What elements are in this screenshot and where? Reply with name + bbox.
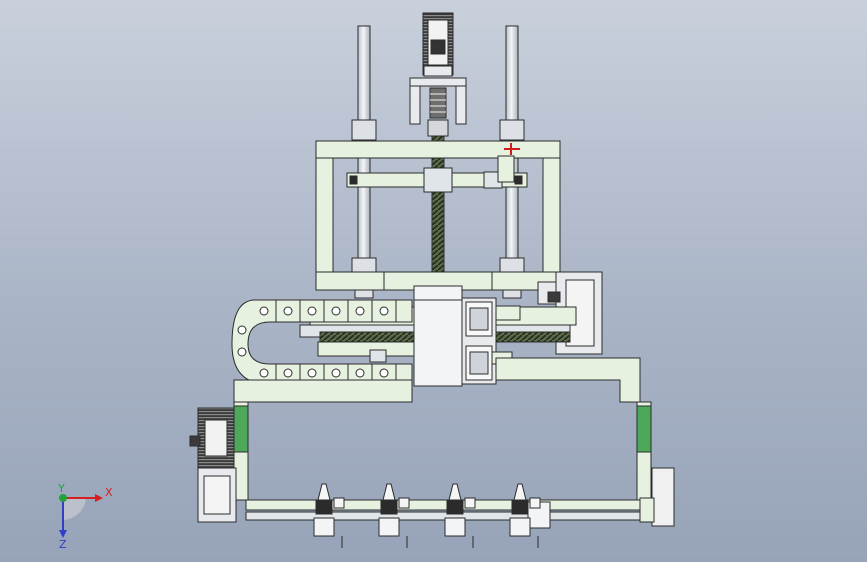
left-mount-pad	[233, 405, 249, 453]
left-guide-rod	[351, 25, 377, 299]
cable-drag-chain	[231, 299, 413, 385]
gripper-4	[509, 483, 541, 548]
motor-mount-bracket	[409, 77, 467, 137]
lower-gantry-frame	[233, 357, 652, 501]
top-stepper-motor	[422, 12, 454, 77]
upper-frame	[315, 140, 561, 291]
right-housing	[639, 467, 675, 527]
gripper-2	[378, 483, 410, 548]
left-stepper-motor	[189, 407, 237, 523]
screw-nut-crossbar	[346, 155, 528, 193]
x-axis-label: X	[105, 486, 113, 499]
sensor-flag-marker	[504, 143, 520, 155]
y-axis-label: Y	[57, 482, 65, 495]
gripper-3	[444, 483, 476, 548]
coordinate-triad: X Y Z	[57, 482, 113, 551]
gripper-rail	[245, 499, 641, 529]
gripper-1	[313, 483, 345, 548]
z-carriage	[413, 285, 521, 387]
z-axis-label: Z	[59, 538, 67, 551]
right-mount-pad	[636, 405, 652, 453]
